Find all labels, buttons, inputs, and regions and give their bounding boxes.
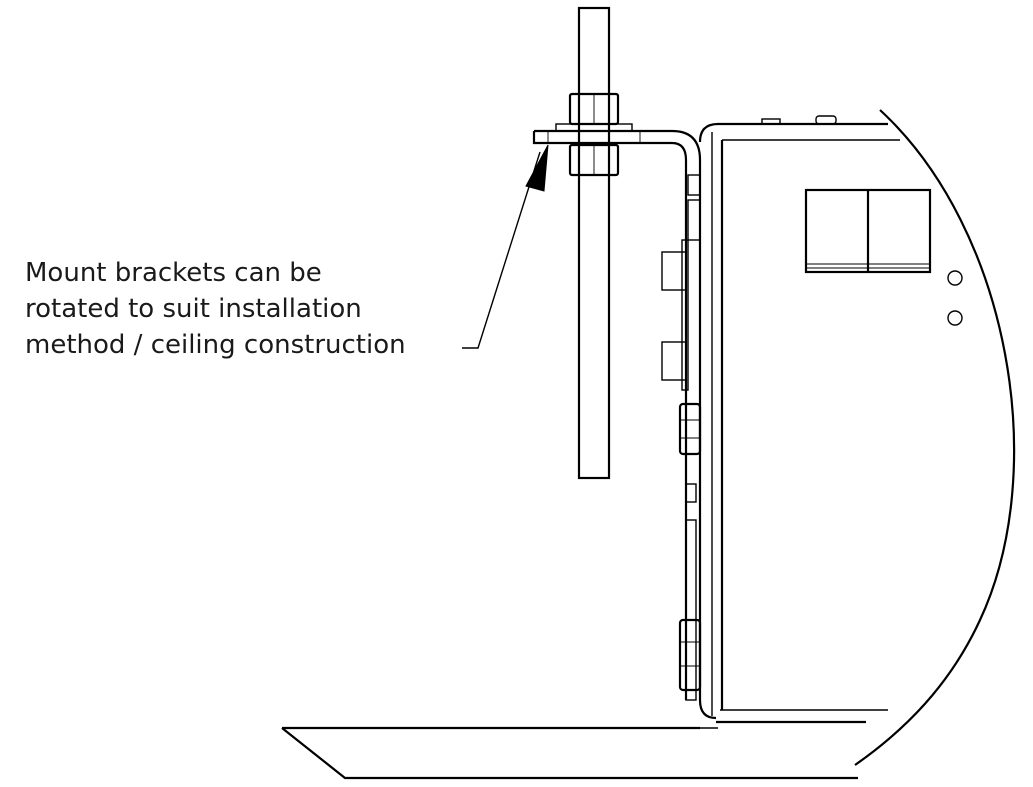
callout-text: Mount brackets can be rotated to suit in… <box>25 255 406 363</box>
enclosure <box>661 115 900 724</box>
arrowhead <box>525 144 549 192</box>
callout-line-3: method / ceiling construction <box>25 330 406 360</box>
indicator-leds <box>947 270 963 326</box>
ceiling-tray <box>281 726 858 780</box>
access-cover-arc <box>854 109 1016 766</box>
cable-glands <box>678 402 702 692</box>
callout-leader <box>462 144 549 349</box>
threaded-rod <box>577 6 611 480</box>
hex-nut-upper <box>568 92 620 126</box>
mount-bracket <box>532 129 717 720</box>
callout-line-2: rotated to suit installation <box>25 294 362 324</box>
hex-nut-lower <box>568 143 620 177</box>
callout-line-1: Mount brackets can be <box>25 258 322 288</box>
indicator-window <box>804 188 932 274</box>
